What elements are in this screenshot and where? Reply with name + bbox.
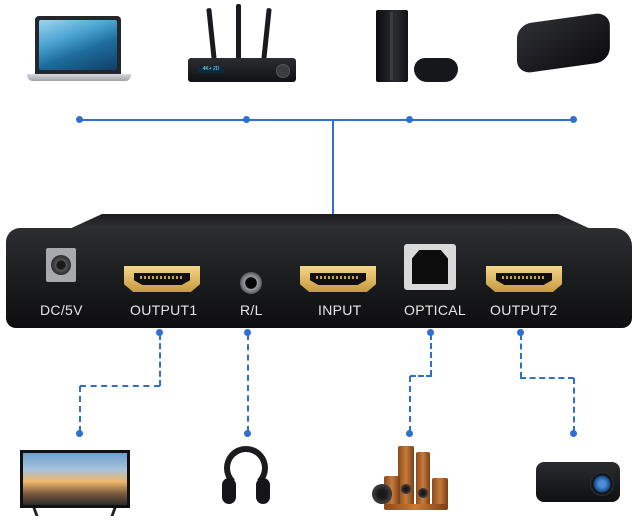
dc-power-port bbox=[46, 248, 76, 282]
connector-dot bbox=[243, 116, 250, 123]
tv-icon bbox=[20, 450, 130, 508]
headphone-earcup bbox=[222, 478, 236, 504]
connector-dot bbox=[427, 329, 434, 336]
dashed-line bbox=[520, 334, 522, 378]
audio-label: R/L bbox=[240, 302, 263, 318]
connector-dot bbox=[570, 430, 577, 437]
hdmi-output1-port bbox=[124, 266, 200, 292]
audio-jack-port bbox=[240, 272, 262, 294]
speaker-satellite bbox=[432, 478, 448, 506]
dashed-line bbox=[430, 334, 432, 376]
router-antenna bbox=[261, 7, 272, 61]
connector-dot bbox=[156, 329, 163, 336]
connector-dot bbox=[76, 116, 83, 123]
connector-dot bbox=[406, 116, 413, 123]
input-drop-line bbox=[332, 120, 334, 266]
speaker-row bbox=[384, 504, 448, 510]
connector-dot bbox=[570, 116, 577, 123]
subwoofer-cone bbox=[372, 484, 392, 504]
hdmi-output2-port bbox=[486, 266, 562, 292]
input-label: INPUT bbox=[318, 302, 362, 318]
gamepad-icon bbox=[414, 58, 458, 82]
connector-dot bbox=[76, 430, 83, 437]
laptop-icon bbox=[35, 16, 121, 74]
speaker-tower bbox=[398, 446, 414, 506]
laptop-screen-wallpaper bbox=[39, 20, 117, 70]
router-antenna bbox=[236, 4, 241, 60]
dashed-line bbox=[159, 334, 161, 386]
headphone-earcup bbox=[256, 478, 270, 504]
laptop-base bbox=[27, 74, 131, 81]
console-stripe bbox=[390, 12, 393, 80]
tv-stand bbox=[110, 508, 117, 516]
connector-dot bbox=[517, 329, 524, 336]
dc-label: DC/5V bbox=[40, 302, 83, 318]
tv-box-top bbox=[516, 11, 610, 75]
connector-dot bbox=[244, 329, 251, 336]
output2-label: OUTPUT2 bbox=[490, 302, 558, 318]
router-antenna bbox=[206, 7, 217, 61]
router-knob bbox=[276, 64, 290, 78]
router-display: 4K+ 2D bbox=[198, 66, 224, 73]
dashed-line bbox=[573, 378, 575, 432]
dashed-line bbox=[80, 385, 160, 387]
optical-label: OPTICAL bbox=[404, 302, 467, 318]
dashed-line bbox=[520, 377, 574, 379]
output1-label: OUTPUT1 bbox=[130, 302, 198, 318]
tv-stand bbox=[32, 508, 39, 516]
tv-box-icon bbox=[503, 11, 619, 88]
headphone-band bbox=[224, 446, 268, 490]
speaker-cone bbox=[401, 484, 411, 494]
optical-port bbox=[404, 244, 456, 290]
dashed-line bbox=[79, 386, 81, 432]
dashed-line bbox=[409, 376, 411, 432]
speaker-cone bbox=[418, 488, 428, 498]
connector-dot bbox=[406, 430, 413, 437]
connector-dot bbox=[244, 430, 251, 437]
dashed-line bbox=[410, 375, 432, 377]
input-bus-line bbox=[80, 119, 574, 121]
hdmi-input-port bbox=[300, 266, 376, 292]
projector-lens bbox=[590, 472, 614, 496]
dashed-line bbox=[247, 334, 249, 432]
